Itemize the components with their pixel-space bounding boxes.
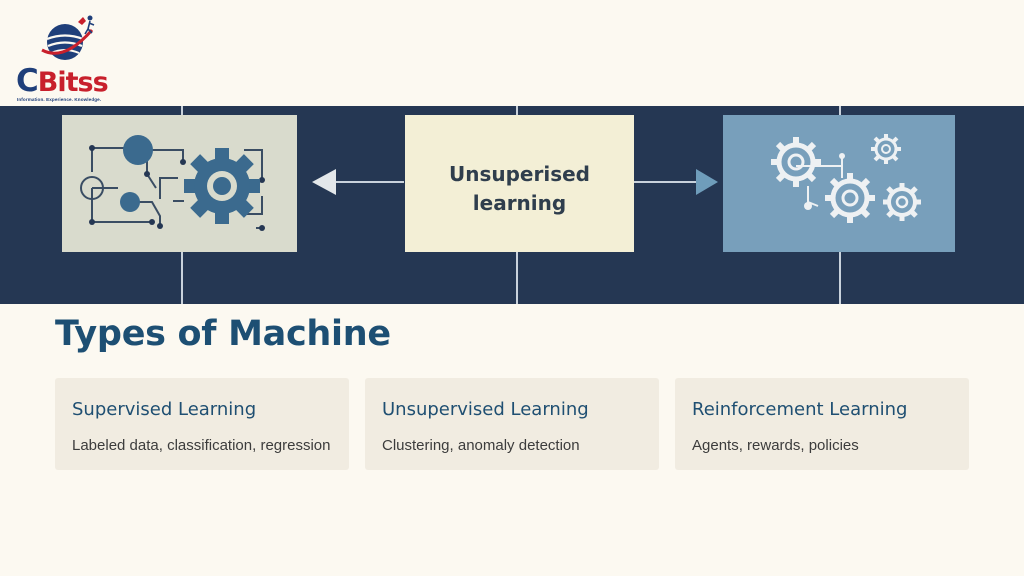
reinforcement-learning-card: Reinforcement Learning Agents, rewards, …: [675, 378, 969, 470]
ml-types-cards: Supervised Learning Labeled data, classi…: [55, 378, 969, 470]
logo-wordmark: CBitss: [16, 63, 109, 99]
globe-icon: [41, 15, 95, 60]
unsupervised-card-illustration: [405, 115, 634, 252]
cbitss-logo[interactable]: CBitss Information. Experience. Knowledg…: [14, 10, 114, 102]
reinforcement-card-illustration: [723, 115, 955, 252]
card-title: Supervised Learning: [72, 399, 257, 420]
card-title: Reinforcement Learning: [692, 399, 908, 420]
card-description: Clustering, anomaly detection: [382, 437, 580, 454]
supervised-card-illustration: [62, 115, 297, 252]
unsupervised-learning-card: Unsupervised Learning Clustering, anomal…: [365, 378, 659, 470]
supervised-learning-card: Supervised Learning Labeled data, classi…: [55, 378, 349, 470]
card-description: Agents, rewards, policies: [692, 437, 859, 454]
page-title: Types of Machine: [55, 314, 391, 354]
unsupervised-learning-image-label: Unsuperised learning: [448, 162, 590, 215]
ml-banner-image: Unsuperised learning: [0, 106, 1024, 304]
logo-tagline: Information. Experience. Knowledge.: [17, 97, 102, 102]
card-title: Unsupervised Learning: [382, 399, 589, 420]
card-description: Labeled data, classification, regression: [72, 437, 331, 454]
banner-illustration: [62, 106, 955, 304]
